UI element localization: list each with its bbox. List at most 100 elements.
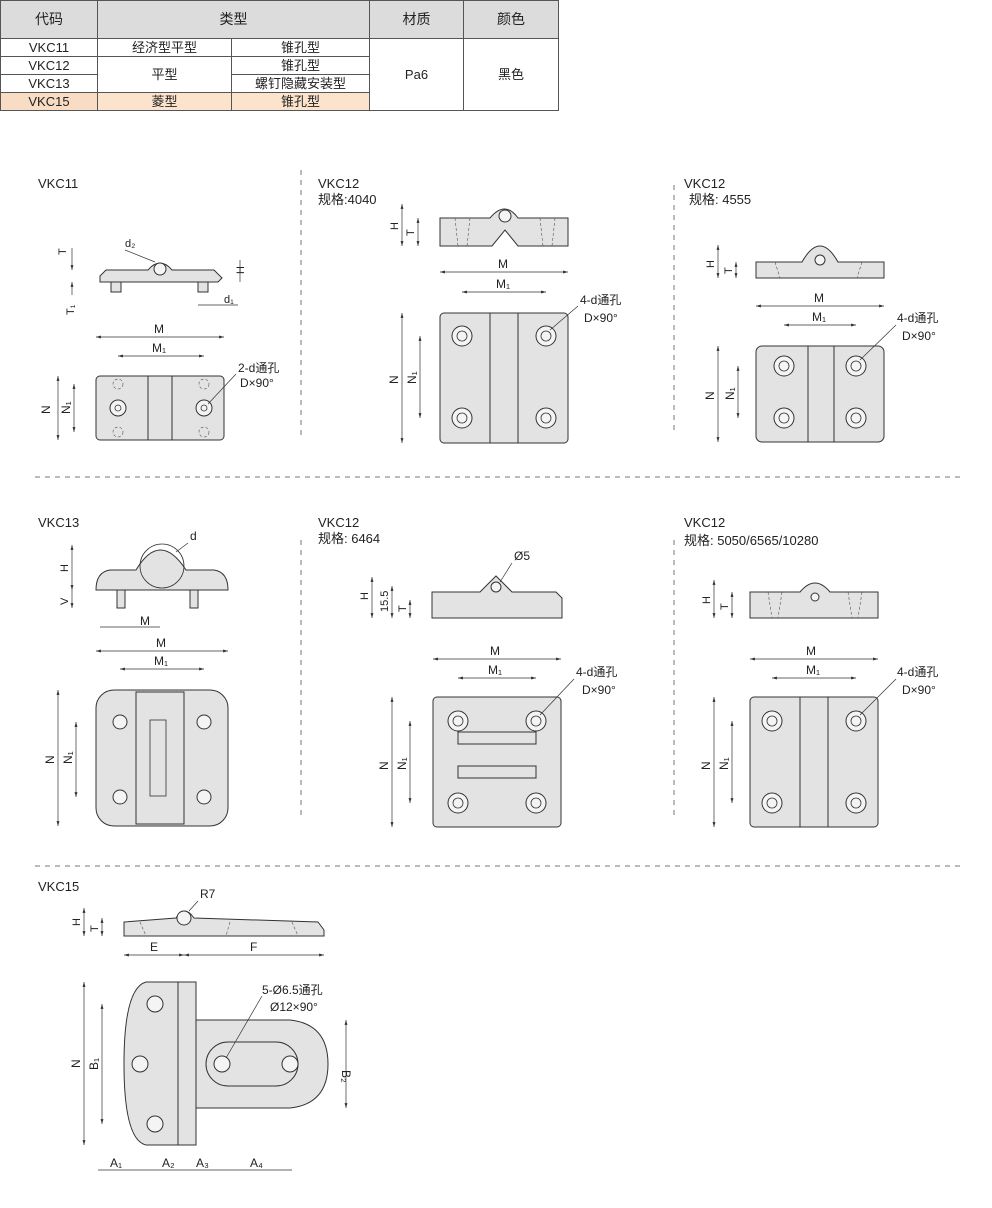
drawing-vkc12-4040: VKC12 规格:4040 H T M M₁ N N₁ 4-d通孔 D×90° [318, 176, 621, 444]
side-view [439, 208, 569, 247]
svg-text:N: N [69, 1059, 83, 1068]
svg-text:d: d [190, 529, 197, 543]
svg-text:N: N [699, 761, 713, 770]
svg-text:VKC12: VKC12 [318, 176, 359, 191]
svg-text:N₁: N₁ [59, 401, 73, 414]
svg-text:VKC12: VKC12 [318, 515, 359, 530]
side-view [123, 910, 325, 937]
svg-text:D×90°: D×90° [582, 683, 616, 697]
svg-text:H: H [235, 266, 247, 274]
table-row: VKC12 平型 锥孔型 [0, 56, 559, 93]
spec-table: 代码 类型 材质 颜色 VKC11 经济型平型 锥孔型 Pa6 黑色 VKC12… [0, 0, 559, 111]
svg-text:A₄: A₄ [250, 1156, 263, 1170]
svg-text:M₁: M₁ [496, 277, 510, 291]
svg-text:N: N [39, 405, 53, 414]
svg-text:规格:4040: 规格:4040 [318, 192, 377, 207]
pin [110, 281, 122, 293]
svg-text:4-d通孔: 4-d通孔 [580, 293, 621, 307]
svg-text:VKC13: VKC13 [38, 515, 79, 530]
svg-text:Ø5: Ø5 [514, 549, 530, 563]
drawing-vkc15: VKC15 R7 H T E F N B₁ B₂ 5-Ø6.5通孔 Ø12×90… [38, 879, 353, 1171]
svg-text:4-d通孔: 4-d通孔 [897, 311, 938, 325]
table-row-highlighted: VKC15 菱型 锥孔型 [0, 92, 559, 111]
svg-text:M: M [156, 636, 166, 650]
svg-text:D×90°: D×90° [584, 311, 618, 325]
pin [197, 281, 209, 293]
svg-text:N₁: N₁ [405, 371, 419, 384]
drawing-vkc12-5050: VKC12 规格: 5050/6565/10280 H T M M₁ N N₁ … [684, 515, 938, 828]
svg-text:M: M [490, 644, 500, 658]
svg-text:M₁: M₁ [812, 310, 826, 324]
svg-text:T: T [57, 248, 69, 255]
svg-text:规格: 6464: 规格: 6464 [318, 531, 380, 546]
svg-text:4-d通孔: 4-d通孔 [897, 665, 938, 679]
svg-text:5-Ø6.5通孔: 5-Ø6.5通孔 [262, 983, 323, 997]
svg-text:T: T [719, 603, 731, 610]
front-view-leaf [123, 981, 179, 1146]
svg-text:4-d通孔: 4-d通孔 [576, 665, 617, 679]
svg-text:N₁: N₁ [723, 387, 737, 400]
knuckle [489, 312, 519, 444]
svg-text:M₁: M₁ [152, 341, 166, 355]
svg-text:M₁: M₁ [488, 663, 502, 677]
svg-text:N: N [387, 375, 401, 384]
svg-text:N: N [377, 761, 391, 770]
svg-text:15.5: 15.5 [379, 591, 391, 612]
svg-text:VKC12: VKC12 [684, 515, 725, 530]
svg-text:M: M [154, 322, 164, 336]
color-cell: 黑色 [463, 38, 559, 111]
svg-text:M: M [806, 644, 816, 658]
svg-text:F: F [250, 940, 257, 954]
header-color: 颜色 [463, 0, 559, 39]
svg-text:A₂: A₂ [162, 1156, 175, 1170]
svg-text:M₁: M₁ [154, 654, 168, 668]
side-view [431, 575, 563, 619]
svg-text:M₁: M₁ [806, 663, 820, 677]
row-type2: 锥孔型 [231, 92, 370, 111]
svg-text:E: E [150, 940, 158, 954]
svg-text:N₁: N₁ [395, 757, 409, 770]
svg-text:M: M [498, 257, 508, 271]
svg-text:D×90°: D×90° [902, 683, 936, 697]
svg-text:d₂: d₂ [125, 238, 135, 250]
knuckle [807, 345, 835, 443]
svg-text:T₁: T₁ [65, 304, 77, 315]
svg-text:N: N [703, 391, 717, 400]
svg-text:A₁: A₁ [110, 1156, 122, 1170]
svg-text:B₂: B₂ [339, 1070, 353, 1083]
svg-text:VKC12: VKC12 [684, 176, 725, 191]
svg-text:M: M [814, 291, 824, 305]
svg-text:D×90°: D×90° [902, 329, 936, 343]
drawing-vkc13: VKC13 H V d M M M₁ N N₁ [38, 515, 229, 827]
svg-text:H: H [701, 596, 713, 604]
header-code: 代码 [0, 0, 98, 39]
row-code: VKC11 [0, 38, 98, 57]
svg-text:H: H [59, 564, 71, 572]
drawing-vkc12-6464: VKC12 规格: 6464 Ø5 H 15.5 T M M₁ N N₁ 4-d… [318, 515, 617, 828]
svg-text:R7: R7 [200, 887, 216, 901]
svg-text:N₁: N₁ [61, 751, 75, 764]
svg-text:M: M [140, 614, 150, 628]
svg-text:V: V [59, 597, 71, 605]
row-code: VKC12 [0, 56, 98, 75]
drawing-vkc11: VKC11 T T₁ H d₂ d₁ M M₁ N N₁ 2-d通孔 D×90° [38, 176, 279, 441]
svg-text:2-d通孔: 2-d通孔 [238, 361, 279, 375]
table-row: VKC11 经济型平型 锥孔型 Pa6 黑色 [0, 38, 559, 111]
svg-text:H: H [705, 260, 717, 268]
side-view [95, 549, 229, 591]
row-type1: 菱型 [97, 92, 232, 111]
svg-text:H: H [71, 918, 83, 926]
svg-text:T: T [89, 925, 101, 932]
svg-text:规格: 5050/6565/10280: 规格: 5050/6565/10280 [684, 533, 818, 548]
knuckle [135, 691, 185, 825]
svg-text:T: T [723, 267, 735, 274]
drawing-vkc12-4555: VKC12 规格: 4555 H T M M₁ N N₁ 4-d通孔 D×90° [684, 176, 938, 443]
svg-text:B₁: B₁ [87, 1058, 101, 1070]
svg-text:N: N [43, 755, 57, 764]
pin-circle [153, 262, 167, 276]
front-view [432, 696, 562, 828]
table-header-row: 代码 类型 材质 颜色 [0, 0, 559, 39]
svg-text:A₃: A₃ [196, 1156, 209, 1170]
svg-text:N₁: N₁ [717, 757, 731, 770]
